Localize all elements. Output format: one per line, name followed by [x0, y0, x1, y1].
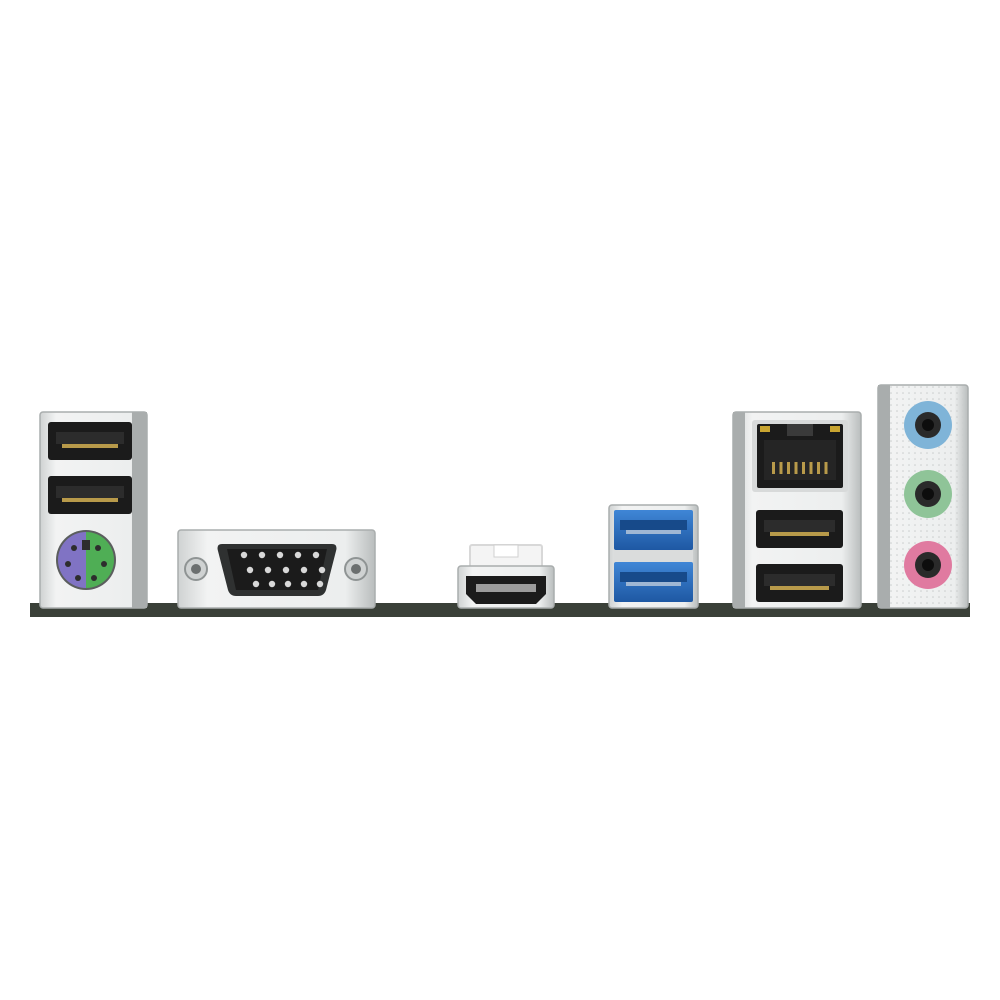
- audio-line-in[interactable]: [904, 401, 952, 449]
- rj45-pin: [772, 462, 775, 474]
- vga-pin: [282, 566, 290, 574]
- rj45-pin: [794, 462, 798, 474]
- left-usb-ps2-stack: [39, 411, 148, 609]
- rj45-pin: [787, 462, 790, 474]
- usb3-bottom[interactable]: [614, 562, 693, 602]
- vga-pins: [240, 551, 326, 588]
- vga-pin: [300, 580, 308, 588]
- rj45-pins: [772, 462, 828, 474]
- usb3-top[interactable]: [614, 510, 693, 550]
- usb3-stack: [608, 504, 699, 609]
- vga-pin: [264, 566, 272, 574]
- vga-pin: [258, 551, 266, 559]
- rj45-pin: [817, 462, 820, 474]
- lan-usb-stack: [732, 411, 862, 609]
- vga-pin: [300, 566, 308, 574]
- vga-pin: [294, 551, 302, 559]
- usb2-bottom-right[interactable]: [756, 564, 843, 602]
- rj45-pin: [779, 462, 783, 474]
- rj45-pin: [824, 462, 828, 474]
- audio-mic-in[interactable]: [904, 541, 952, 589]
- vga-port[interactable]: [177, 529, 376, 609]
- vga-pin: [284, 580, 292, 588]
- usb2-bottom-left[interactable]: [48, 476, 132, 514]
- usb2-top-right[interactable]: [756, 510, 843, 548]
- vga-pin: [252, 580, 260, 588]
- ps2-combo-port[interactable]: [56, 530, 116, 590]
- vga-pin: [318, 566, 326, 574]
- audio-line-out[interactable]: [904, 470, 952, 518]
- usb2-top-left[interactable]: [48, 422, 132, 460]
- vga-pin: [316, 580, 324, 588]
- rj45-pin: [802, 462, 805, 474]
- vga-pin: [246, 566, 254, 574]
- vga-pin: [312, 551, 320, 559]
- hdmi-port[interactable]: [457, 544, 555, 609]
- vga-pin: [276, 551, 284, 559]
- audio-stack: [877, 384, 969, 609]
- vga-pin: [268, 580, 276, 588]
- rj45-pin: [809, 462, 813, 474]
- lan-led-right: [830, 426, 840, 432]
- vga-pin: [240, 551, 248, 559]
- lan-led-left: [760, 426, 770, 432]
- rj45-lan-port[interactable]: [752, 420, 848, 492]
